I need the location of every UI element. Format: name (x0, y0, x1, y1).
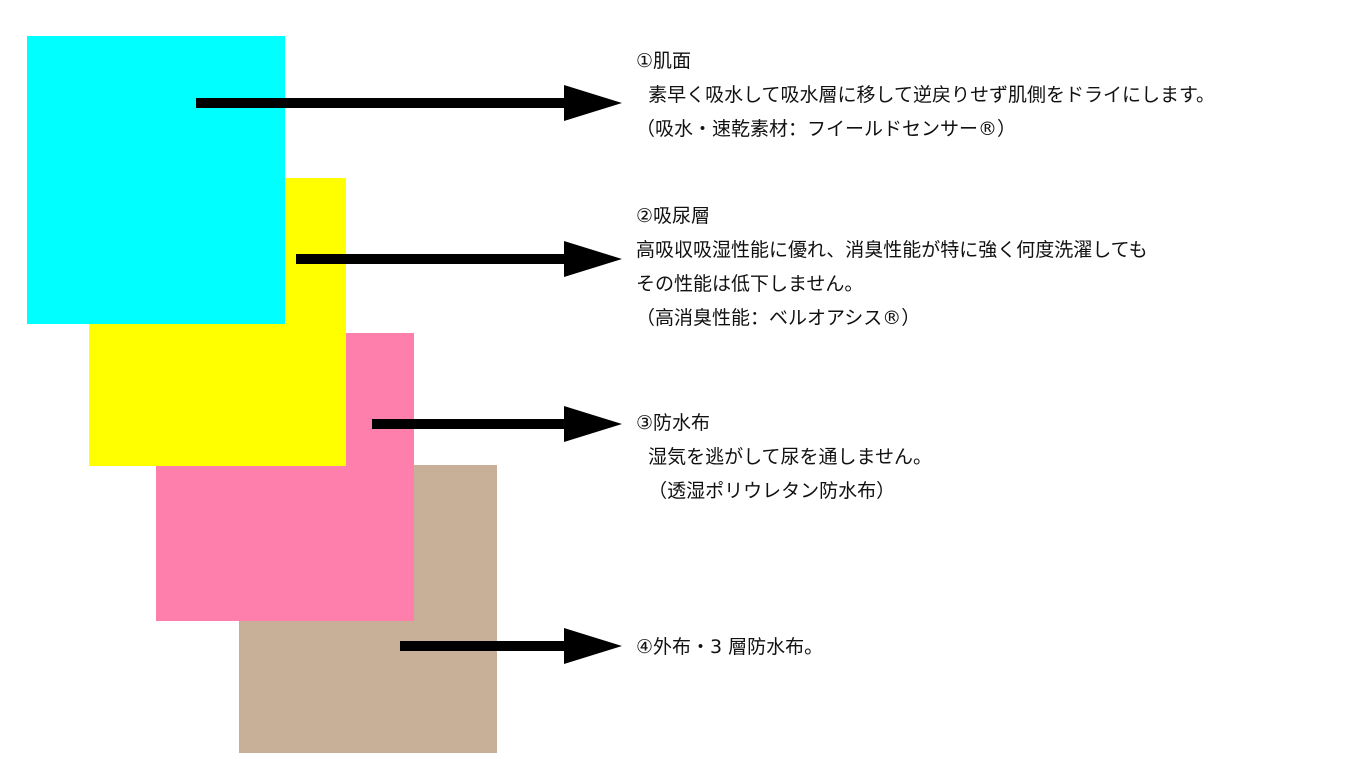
layer-1-swatch (27, 36, 285, 324)
layer-1-desc-line-1: 素早く吸水して吸水層に移して逆戻りせず肌側をドライにします。 (636, 84, 1216, 106)
layer-4-title: ④外布・3 層防水布。 (636, 636, 824, 658)
layer-3-desc-line-2: （透湿ポリウレタン防水布） (636, 480, 896, 502)
layer-2-desc-line-2: その性能は低下しません。 (636, 273, 864, 295)
layer-4-label: ④外布・3 層防水布。 (636, 630, 823, 664)
layer-2-desc-line-1: 高吸収吸湿性能に優れ、消臭性能が特に強く何度洗濯しても (636, 239, 1148, 261)
layer-3-label: ③防水布 湿気を逃がして尿を通しません。 （透湿ポリウレタン防水布） (636, 406, 932, 508)
layer-2-title: ②吸尿層 (636, 205, 711, 227)
layer-2-desc-line-3: （高消臭性能：ベルオアシス®） (636, 307, 921, 329)
layer-1-title: ①肌面 (636, 50, 692, 72)
layer-2-label: ②吸尿層 高吸収吸湿性能に優れ、消臭性能が特に強く何度洗濯しても その性能は低下… (636, 199, 1148, 335)
layer-1-desc-line-2: （吸水・速乾素材：フイールドセンサー®） (636, 118, 1017, 140)
layer-1-label: ①肌面 素早く吸水して吸水層に移して逆戻りせず肌側をドライにします。 （吸水・速… (636, 44, 1215, 146)
layer-3-title: ③防水布 (636, 412, 711, 434)
layer-3-desc-line-1: 湿気を逃がして尿を通しません。 (636, 446, 932, 468)
